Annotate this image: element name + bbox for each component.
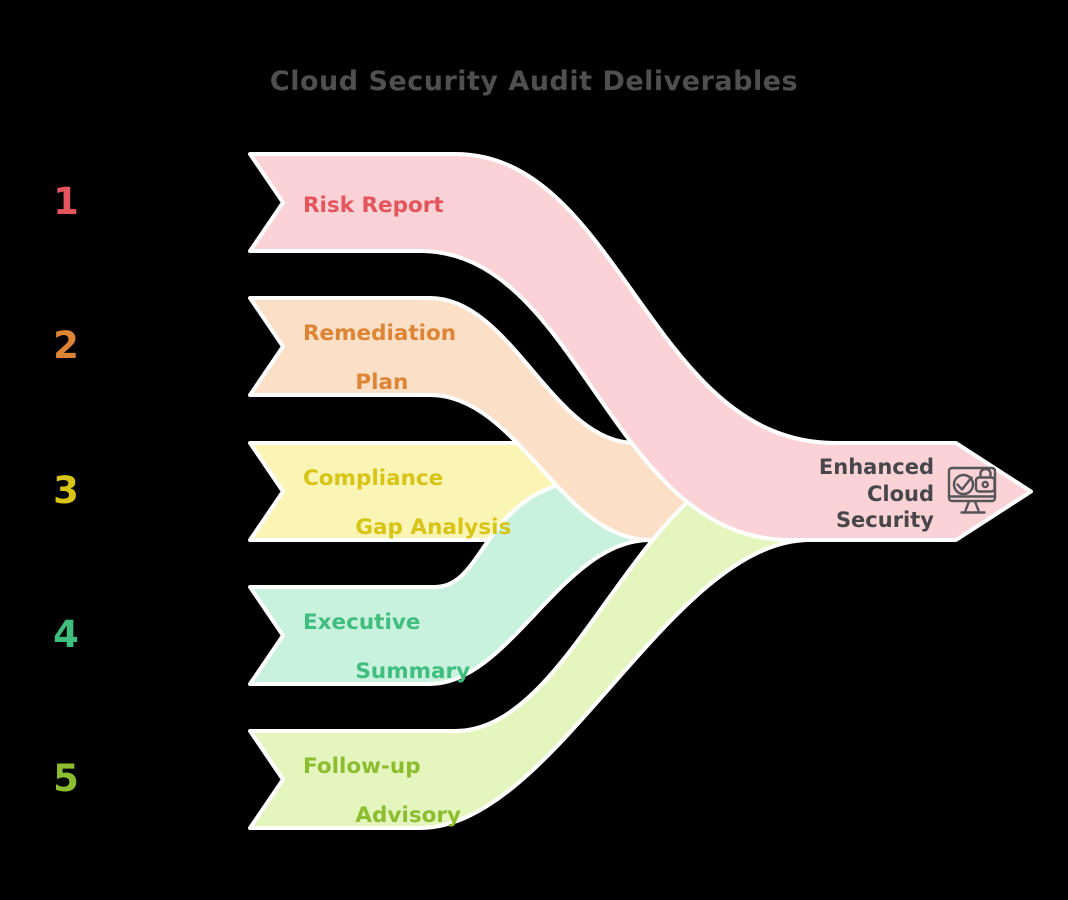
ribbon-3-label-line1: Compliance (303, 466, 444, 491)
ribbon-2-flow (248, 296, 764, 542)
lock-keyhole (981, 480, 990, 489)
ribbon-1-label-line1: Risk Report (303, 193, 444, 218)
step-number-2: 2 (53, 324, 79, 367)
ribbon-2-label: Remediation Plan (303, 321, 457, 396)
step-number-5: 5 (53, 757, 79, 800)
result-label-line1: Enhanced (818, 455, 934, 479)
ribbon-5-label: Follow-up Advisory (303, 754, 462, 829)
ribbon-3-label-line2: Gap Analysis (355, 515, 512, 540)
step-number-3: 3 (53, 469, 79, 512)
check-mark (956, 476, 973, 491)
ribbon-1-flow-and-result-arrow (248, 152, 1033, 542)
ribbon-4-label-line1: Executive (303, 610, 421, 635)
step-number-1: 1 (53, 180, 79, 223)
ribbon-2-label-line2: Plan (355, 370, 409, 395)
ribbon-5-label-line1: Follow-up (303, 754, 421, 779)
step-number-4: 4 (53, 613, 79, 656)
result-label-line2: Cloud (866, 481, 934, 506)
ribbon-2-label-line1: Remediation (303, 321, 457, 346)
page-title: Cloud Security Audit Deliverables (269, 66, 799, 97)
ribbon-1-label: Risk Report (303, 193, 444, 219)
secure-monitor-icon (947, 466, 997, 514)
ribbon-4-label-line2: Summary (355, 659, 471, 684)
lock-body (974, 476, 996, 493)
check-circle (952, 473, 975, 496)
lock-shackle (979, 467, 992, 479)
monitor-stand (960, 500, 986, 514)
result-label: Enhanced Cloud Security (819, 454, 934, 534)
ribbon-3-label: Compliance Gap Analysis (303, 466, 512, 541)
ribbon-5-label-line2: Advisory (355, 803, 462, 828)
result-label-line3: Security (835, 508, 934, 532)
ribbon-4-label: Executive Summary (303, 610, 471, 685)
